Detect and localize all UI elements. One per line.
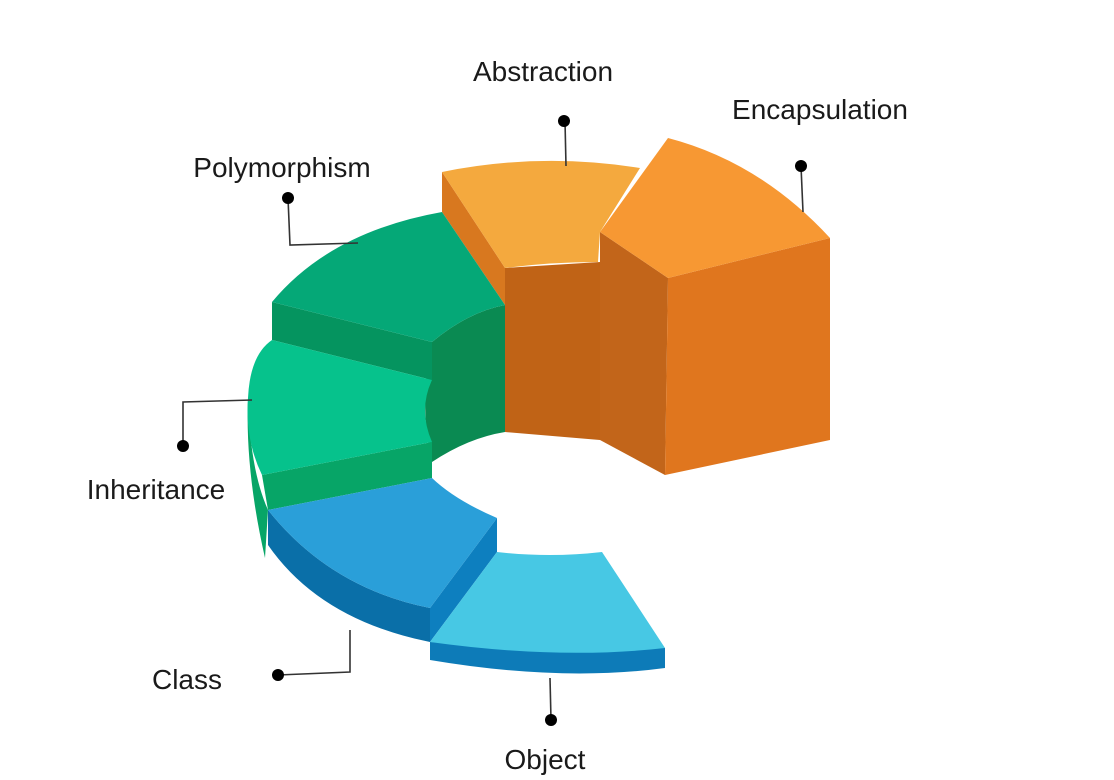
label-abstraction: Abstraction	[473, 56, 613, 87]
leader-class	[272, 630, 351, 681]
leader-polymorphism	[282, 192, 359, 246]
segment-inheritance	[247, 340, 432, 558]
segment-polymorphism-top	[272, 212, 505, 342]
segment-abstraction	[442, 160, 640, 440]
label-encapsulation: Encapsulation	[732, 94, 908, 125]
segment-class-top	[268, 478, 497, 608]
segment-object	[430, 552, 665, 674]
label-object: Object	[505, 744, 586, 775]
segment-class	[268, 478, 497, 642]
segment-abstraction-top	[442, 160, 640, 268]
segment-inheritance-front	[262, 442, 432, 510]
segment-encapsulation	[600, 138, 830, 475]
label-class: Class	[152, 664, 222, 695]
segment-class-right-side	[430, 518, 497, 642]
leader-object	[545, 677, 557, 726]
segment-polymorphism-inner-wall	[425, 305, 505, 462]
label-inheritance: Inheritance	[87, 474, 226, 505]
segment-class-front	[268, 510, 430, 642]
leader-abstraction	[558, 115, 570, 167]
leader-inheritance	[177, 399, 253, 452]
segment-encapsulation-front	[665, 238, 830, 475]
segment-object-top	[430, 552, 665, 653]
segment-inheritance-top	[247, 340, 432, 475]
segment-encapsulation-top	[600, 138, 830, 278]
segment-abstraction-left-side	[442, 172, 505, 305]
segment-encapsulation-inner-wall	[600, 232, 668, 475]
segment-inheritance-side	[247, 398, 268, 558]
leader-encapsulation	[795, 160, 807, 213]
segment-polymorphism-front	[272, 302, 432, 380]
segment-abstraction-inner-wall	[505, 262, 600, 440]
segment-polymorphism	[272, 212, 505, 462]
label-polymorphism: Polymorphism	[193, 152, 370, 183]
